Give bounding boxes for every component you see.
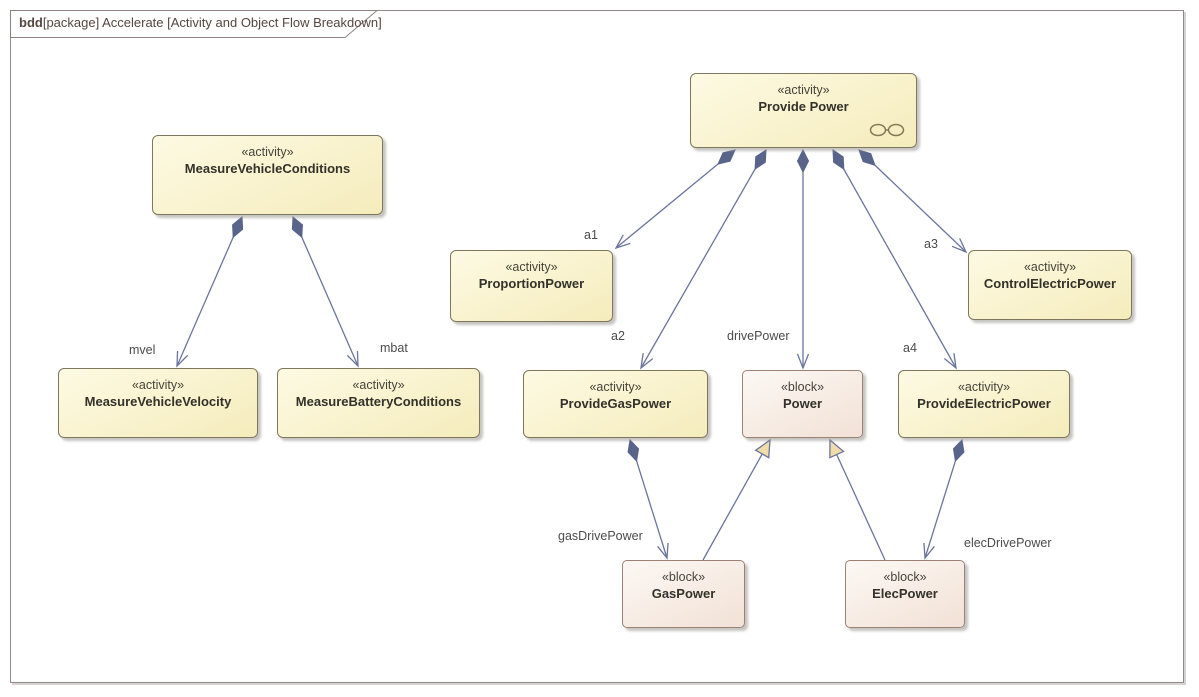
connector-measureVehicleConditions-to-measureVehicleVelocity[interactable] — [176, 215, 244, 368]
open-arrowhead — [951, 238, 968, 254]
node-stereotype: «activity» — [241, 145, 294, 159]
node-name: ProvideElectricPower — [917, 396, 1051, 411]
node-stereotype: «block» — [883, 570, 927, 584]
connector-measureVehicleConditions-to-measureBatteryConditions[interactable] — [291, 215, 359, 368]
connector-label-mbat: mbat — [380, 341, 408, 355]
open-arrowhead — [923, 542, 935, 560]
composition-diamond — [291, 215, 303, 239]
node-name: ControlElectricPower — [983, 276, 1117, 291]
connector-label-a3: a3 — [924, 237, 938, 251]
connector-gasPower-to-power[interactable] — [702, 438, 771, 561]
connector-providePower-to-provideElectricPower[interactable] — [832, 149, 957, 370]
node-gasPower[interactable]: «block» GasPower — [622, 560, 745, 628]
node-name: Provide Power — [758, 99, 849, 114]
connector-providePower-to-provideGasPower[interactable] — [640, 149, 767, 370]
node-name: Power — [782, 396, 822, 411]
composite-structure-icon — [869, 123, 905, 137]
open-arrowhead — [640, 353, 654, 370]
connector-providePower-to-controlElectricPower[interactable] — [858, 149, 968, 254]
open-arrowhead — [176, 350, 189, 368]
composition-diamond — [717, 149, 736, 165]
diagram-type-keyword: bdd — [19, 15, 43, 30]
node-measureVehicleVelocity[interactable]: «activity» MeasureVehicleVelocity — [58, 368, 258, 438]
diagram-title-text: [package] Accelerate [Activity and Objec… — [42, 15, 382, 30]
diagram-title: bdd[package] Accelerate [Activity and Ob… — [19, 15, 382, 30]
connector-label-a1: a1 — [584, 228, 598, 242]
composition-diamond — [858, 149, 876, 166]
node-stereotype: «activity» — [777, 83, 830, 97]
node-name: MeasureBatteryConditions — [295, 394, 462, 409]
node-stereotype: «activity» — [589, 380, 642, 394]
connector-label-gasDrivePower: gasDrivePower — [558, 529, 643, 543]
node-stereotype: «activity» — [131, 378, 185, 392]
node-stereotype: «activity» — [957, 380, 1011, 394]
node-stereotype: «activity» — [352, 378, 405, 392]
node-name: GasPower — [651, 586, 716, 601]
connector-label-a2: a2 — [611, 329, 625, 343]
open-arrowhead — [346, 350, 359, 368]
open-arrowhead — [943, 353, 957, 370]
node-name: ElecPower — [872, 586, 938, 601]
node-provideElectricPower[interactable]: «activity» ProvideElectricPower — [898, 370, 1070, 438]
connector-elecPower-to-power[interactable] — [829, 438, 886, 561]
node-proportionPower[interactable]: «activity» ProportionPower — [450, 250, 613, 322]
connector-label-a4: a4 — [903, 341, 917, 355]
node-controlElectricPower[interactable]: «activity» ControlElectricPower — [968, 250, 1132, 320]
connector-provideElectricPower-to-elecPower[interactable] — [923, 438, 965, 560]
node-provideGasPower[interactable]: «activity» ProvideGasPower — [523, 370, 708, 438]
composition-diamond — [832, 149, 845, 171]
node-name: ProvideGasPower — [559, 396, 672, 411]
composition-diamond — [754, 149, 767, 171]
open-arrowhead — [796, 353, 810, 370]
composition-diamond — [232, 215, 244, 239]
composition-diamond — [627, 438, 640, 463]
node-power[interactable]: «block» Power — [742, 370, 863, 438]
open-arrowhead — [614, 234, 631, 250]
node-stereotype: «block» — [780, 380, 825, 394]
diagram-frame — [10, 10, 1184, 683]
node-name: MeasureVehicleConditions — [184, 161, 351, 176]
node-name: MeasureVehicleVelocity — [84, 394, 232, 409]
node-elecPower[interactable]: «block» ElecPower — [845, 560, 965, 628]
node-stereotype: «activity» — [505, 260, 558, 274]
connector-label-drivePower: drivePower — [727, 329, 790, 343]
connector-provideGasPower-to-gasPower[interactable] — [627, 438, 669, 560]
diagram-frame-tab — [10, 10, 379, 38]
connector-providePower-to-proportionPower[interactable] — [614, 149, 736, 250]
node-name: ProportionPower — [478, 276, 585, 291]
generalization-arrowhead — [754, 438, 771, 459]
node-stereotype: «block» — [661, 570, 706, 584]
connector-label-mvel: mvel — [129, 343, 156, 357]
node-measureBatteryConditions[interactable]: «activity» MeasureBatteryConditions — [277, 368, 480, 438]
composition-diamond — [952, 438, 965, 463]
composition-diamond — [796, 148, 810, 174]
node-stereotype: «activity» — [1023, 260, 1077, 274]
open-arrowhead — [657, 542, 669, 560]
node-measureVehicleConditions[interactable]: «activity» MeasureVehicleConditions — [152, 135, 383, 215]
node-providePower[interactable]: «activity» Provide Power — [690, 73, 917, 148]
generalization-arrowhead — [829, 438, 845, 459]
connector-providePower-to-power[interactable] — [796, 148, 810, 370]
connector-label-elecDrivePower: elecDrivePower — [964, 536, 1052, 550]
